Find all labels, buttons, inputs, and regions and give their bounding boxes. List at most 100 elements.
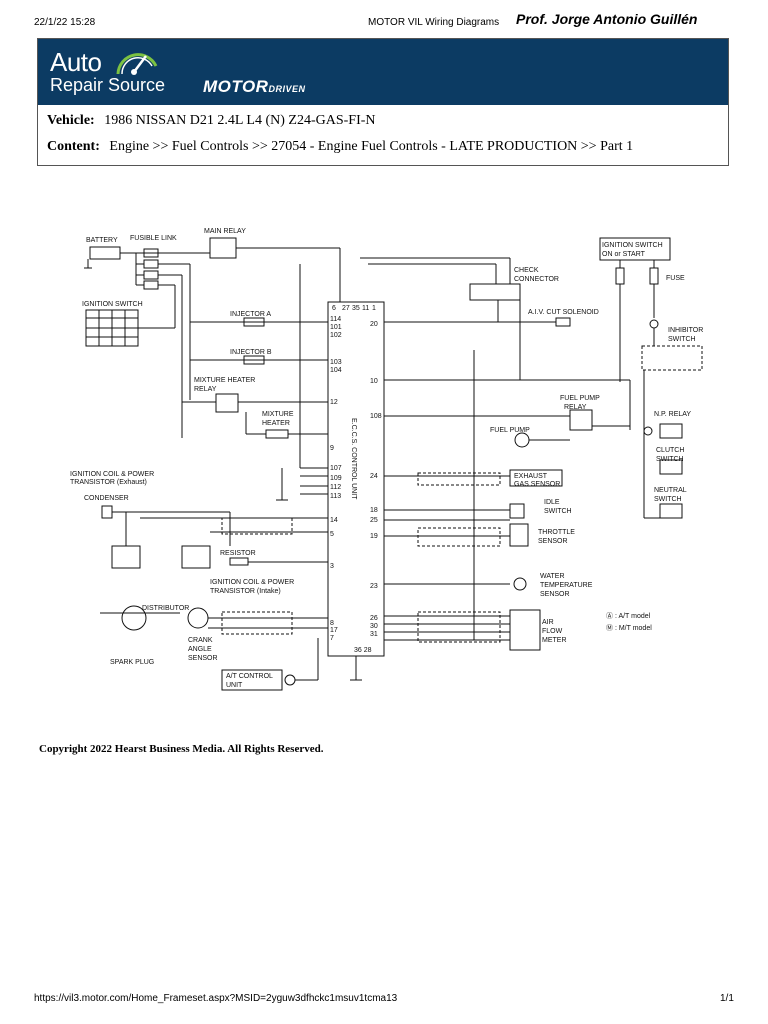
label-mixture-heater-1: MIXTURE <box>262 411 294 418</box>
copyright-notice: Copyright 2022 Hearst Business Media. Al… <box>39 743 324 755</box>
ecu-pin-left: 104 <box>330 367 342 374</box>
exhaust-gas-sensor-box <box>509 469 563 487</box>
label-spark-plug: SPARK PLUG <box>110 659 154 666</box>
label-ignition-switch: IGNITION SWITCH <box>82 301 143 308</box>
ecu-pin-right: 24 <box>370 473 378 480</box>
label-main-relay: MAIN RELAY <box>204 228 246 235</box>
print-author: Prof. Jorge Antonio Guillén <box>516 11 698 27</box>
vehicle-row: Vehicle: 1986 NISSAN D21 2.4L L4 (N) Z24… <box>47 113 376 129</box>
at-control-unit-box <box>221 669 283 691</box>
label-water-2: TEMPERATURE <box>540 582 593 589</box>
mixture-heater-relay-box <box>215 393 239 413</box>
label-water-3: SENSOR <box>540 591 570 598</box>
ecu-bottom-pins: 36 28 <box>354 647 372 654</box>
motor-suffix-text: DRIVEN <box>268 84 306 94</box>
ecu-pin-left: 112 <box>330 484 341 491</box>
clutch-switch-box <box>659 459 683 475</box>
label-idle-1: IDLE <box>544 499 560 506</box>
label-fuel-pump-relay-2: RELAY <box>564 404 587 411</box>
label-np-relay: N.P. RELAY <box>654 411 691 418</box>
label-eccs-control-unit: E.C.C.S. CONTROL UNIT <box>350 418 357 500</box>
ecu-pin-left: 101 <box>330 324 342 331</box>
label-mixture-heater-2: HEATER <box>262 420 290 427</box>
ecu-pin-left: 113 <box>330 493 341 500</box>
print-page-title: MOTOR VIL Wiring Diagrams <box>368 17 500 28</box>
inhibitor-switch-box <box>641 345 703 371</box>
ecu-pin-left: 5 <box>330 531 334 538</box>
content-value: Engine >> Fuel Controls >> 27054 - Engin… <box>109 139 634 154</box>
ecu-pin-right: 18 <box>370 507 378 514</box>
ignition-coil-exhaust-box <box>111 545 141 569</box>
label-ign-coil-exhaust-2: TRANSISTOR (Exhaust) <box>70 479 147 486</box>
label-crank-angle-2: ANGLE <box>188 646 212 653</box>
fuel-pump-relay-box <box>569 409 593 431</box>
throttle-sensor-box <box>509 523 529 547</box>
crank-angle-sensor-symbol <box>187 607 209 629</box>
motor-brand-text: MOTOR <box>203 77 269 96</box>
content-label: Content: <box>47 139 100 154</box>
ecu-pin-left: 114 <box>330 316 341 323</box>
label-ign-coil-intake-1: IGNITION COIL & POWER <box>210 579 294 586</box>
label-ign-switch-on-2: ON or START <box>602 251 646 258</box>
label-fuel-pump: FUEL PUMP <box>490 427 530 434</box>
label-water-1: WATER <box>540 573 565 580</box>
ecu-pin-left: 12 <box>330 399 338 406</box>
label-aiv-cut: A.I.V. CUT SOLENOID <box>528 309 599 316</box>
label-distributor: DISTRIBUTOR <box>142 605 189 612</box>
ecu-pin-top: 1 <box>372 305 376 312</box>
ecu-pin-right: 31 <box>370 631 378 638</box>
label-throttle-2: SENSOR <box>538 538 568 545</box>
ecu-pin-left: 3 <box>330 563 334 570</box>
label-fusible-link: FUSIBLE LINK <box>130 235 177 242</box>
fuse-symbol <box>649 267 659 285</box>
label-idle-2: SWITCH <box>544 508 572 515</box>
air-flow-meter-box <box>509 609 541 651</box>
label-ign-switch-on-1: IGNITION SWITCH <box>602 242 663 249</box>
label-fuel-pump-relay-1: FUEL PUMP <box>560 395 600 402</box>
battery-symbol <box>89 246 121 260</box>
aiv-cut-solenoid-symbol <box>555 317 571 327</box>
legend-at-model: Ⓐ : A/T model <box>606 612 651 620</box>
water-temp-sensor-symbol <box>513 577 527 591</box>
np-relay-box <box>659 423 683 439</box>
print-footer-url: https://vil3.motor.com/Home_Frameset.asp… <box>34 993 398 1004</box>
ecu-pin-right: 19 <box>370 533 378 540</box>
label-injector-a: INJECTOR A <box>230 311 271 318</box>
label-injector-b: INJECTOR B <box>230 349 272 356</box>
label-check-connector-1: CHECK <box>514 267 539 274</box>
label-check-connector-2: CONNECTOR <box>514 276 559 283</box>
ecu-pin-left: 7 <box>330 635 334 642</box>
ecu-pin-left: 107 <box>330 465 342 472</box>
ecu-pin-top: 11 <box>362 305 369 312</box>
label-resistor: RESISTOR <box>220 550 256 557</box>
ecu-pin-left: 109 <box>330 475 342 482</box>
print-datetime: 22/1/22 15:28 <box>34 17 96 28</box>
label-inhibitor-1: INHIBITOR <box>668 327 703 334</box>
vehicle-label: Vehicle: <box>47 113 95 128</box>
legend-mt-model: Ⓜ : M/T model <box>606 624 652 632</box>
mixture-heater-symbol <box>265 429 289 439</box>
label-clutch-2: SWITCH <box>656 456 684 463</box>
label-mixture-heater-relay-2: RELAY <box>194 386 217 393</box>
ecu-pin-right: 108 <box>370 413 382 420</box>
label-mixture-heater-relay-1: MIXTURE HEATER <box>194 377 255 384</box>
ecu-pin-right: 20 <box>370 321 378 328</box>
ign-fuse-1-symbol <box>615 267 625 285</box>
injector-b-symbol <box>243 355 265 365</box>
main-relay-box <box>209 237 237 259</box>
fuel-pump-motor-symbol <box>514 432 530 448</box>
motor-driven-logo: MOTORDRIVEN <box>203 77 305 97</box>
vehicle-value: 1986 NISSAN D21 2.4L L4 (N) Z24-GAS-FI-N <box>104 113 376 128</box>
print-page-number: 1/1 <box>720 993 734 1004</box>
label-crank-angle-1: CRANK <box>188 637 213 644</box>
check-connector-box <box>469 283 521 301</box>
label-ign-coil-exhaust-1: IGNITION COIL & POWER <box>70 471 154 478</box>
label-inhibitor-2: SWITCH <box>668 336 696 343</box>
label-fuse: FUSE <box>666 275 685 282</box>
ecu-pin-right: 10 <box>370 378 378 385</box>
injector-a-symbol <box>243 317 265 327</box>
ecu-pin-top: 35 <box>352 305 360 312</box>
label-at-control-2: UNIT <box>226 682 243 689</box>
label-condenser: CONDENSER <box>84 495 129 502</box>
